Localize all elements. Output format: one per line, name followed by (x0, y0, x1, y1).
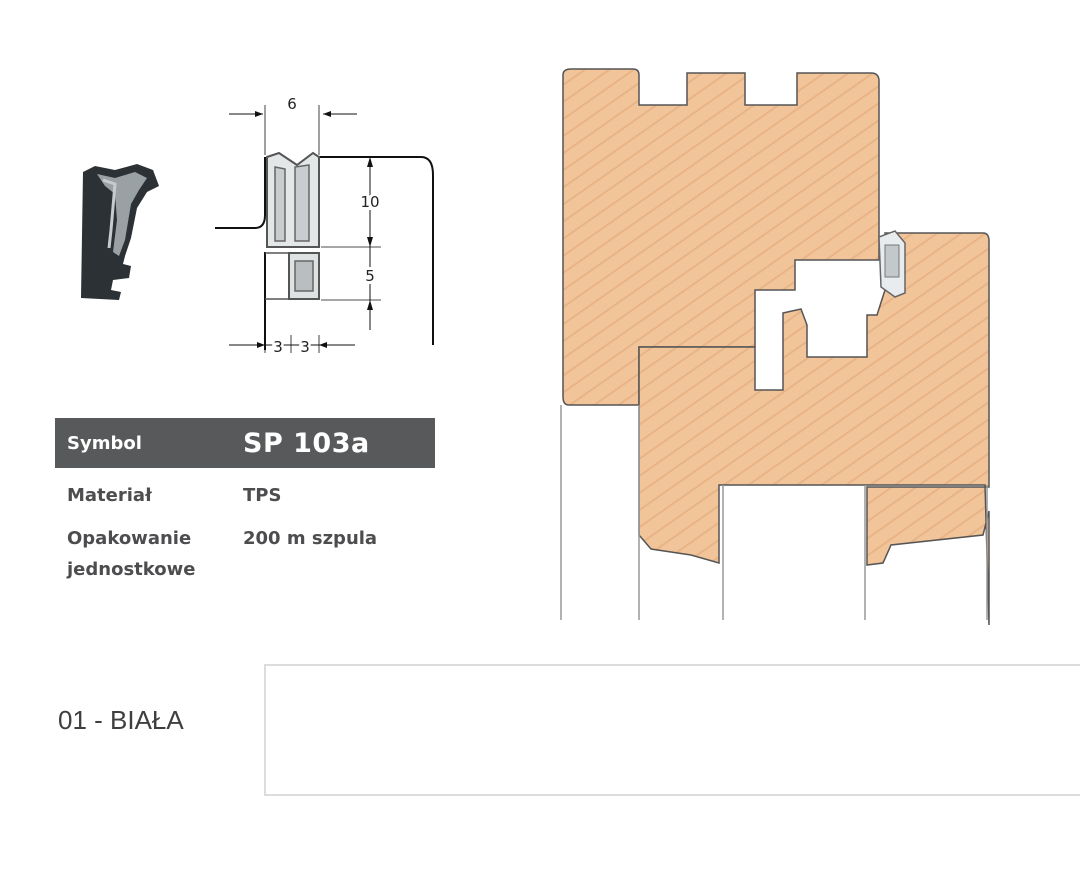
symbol-label: Symbol (67, 432, 142, 454)
color-swatch-white[interactable] (264, 664, 1080, 796)
dim-upper-height: 10 (360, 193, 379, 211)
spec-row-material: Materiał TPS (55, 480, 435, 511)
spec-row-packaging: Opakowanie jednostkowe 200 m szpula (55, 523, 435, 585)
material-label: Materiał (67, 485, 152, 506)
packaging-value: 200 m szpula (243, 528, 378, 549)
color-option-label: 01 - BIAŁA (58, 705, 184, 735)
dim-lower-height: 5 (365, 267, 375, 285)
material-value: TPS (243, 485, 282, 506)
spec-header: Symbol SP 103a (55, 418, 435, 468)
packaging-label-line2: jednostkowe (67, 559, 196, 580)
spec-table: Symbol SP 103a Materiał TPS Opakowanie j… (55, 418, 435, 585)
gasket-dimension-drawing: 6 10 5 3 3 (215, 95, 434, 359)
gasket-profile-3d-image (81, 164, 159, 300)
dim-bottom-right: 3 (300, 338, 310, 356)
packaging-label-line1: Opakowanie (67, 528, 192, 549)
dim-bottom-left: 3 (273, 338, 283, 356)
window-section-illustration (560, 68, 990, 625)
symbol-value: SP 103a (243, 427, 370, 459)
dim-top-width: 6 (287, 95, 297, 113)
